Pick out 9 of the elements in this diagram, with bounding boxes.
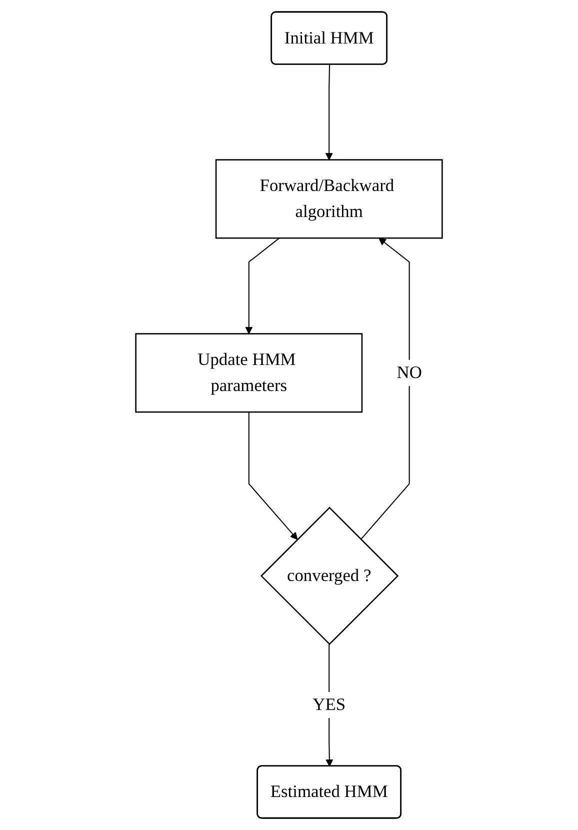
node-box: Update HMM parameters	[135, 333, 363, 413]
arrow	[325, 64, 333, 160]
arrow	[360, 238, 410, 540]
node-diamond: converged ?	[260, 506, 399, 646]
arrow	[248, 412, 298, 540]
arrow	[245, 238, 280, 334]
node-box: Forward/Backward algorithm	[215, 159, 443, 239]
edge-label: NO	[396, 363, 422, 382]
edge-label: YES	[312, 695, 346, 715]
